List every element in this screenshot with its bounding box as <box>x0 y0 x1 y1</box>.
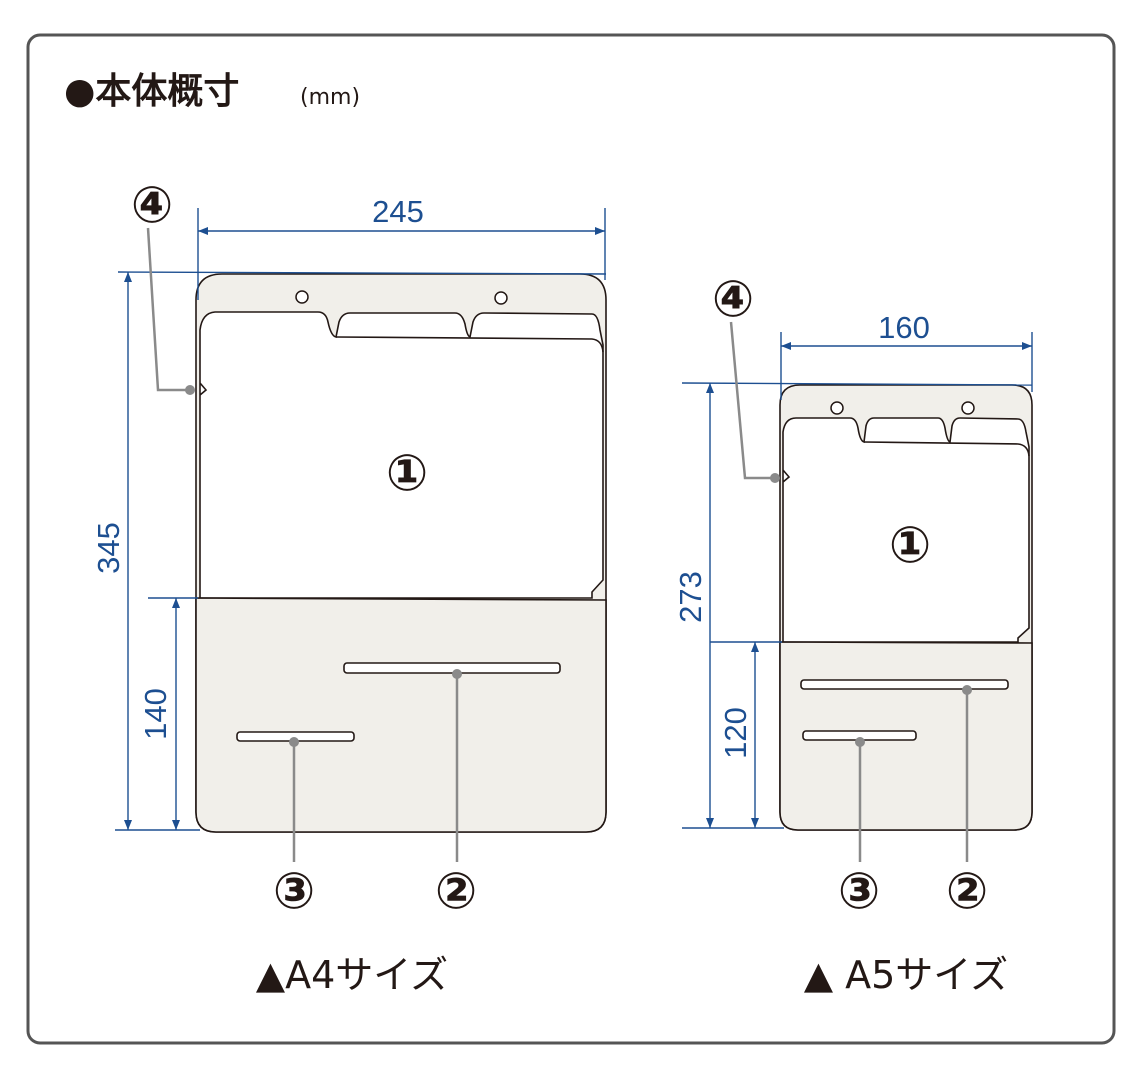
a5-caption: ▲ A5サイズ <box>804 953 1008 997</box>
a4-document-card <box>199 311 604 599</box>
a4-hole-left <box>295 290 309 304</box>
a4-pocket-height-label: 140 <box>138 688 173 740</box>
callout-1-a5: ① <box>889 516 931 574</box>
a4-caption: ▲A4サイズ <box>256 953 448 997</box>
a4-hole-right <box>494 291 508 305</box>
a4-width-label: 245 <box>372 194 424 229</box>
a5-slot-2 <box>800 679 1009 690</box>
a5-height-label: 273 <box>673 571 708 623</box>
a5-hole-right <box>961 401 975 415</box>
callout-4-a5: ④ <box>712 270 754 328</box>
title: ●本体概寸 (mm) <box>64 71 360 112</box>
svg-text:●本体概寸: ●本体概寸 <box>64 71 239 112</box>
a5-holder: 160 273 120 ④ ① ③ ② ▲ A5サイズ <box>673 270 1033 997</box>
a4-height-label: 345 <box>91 522 126 574</box>
callout-3-a5: ③ <box>838 862 880 920</box>
unit-label: (mm) <box>300 85 360 110</box>
a5-document-card <box>782 417 1030 643</box>
callout-2-a4: ② <box>435 862 477 920</box>
a4-holder: 245 345 140 ④ ① ③ ② ▲A4サイズ <box>91 176 607 997</box>
callout-4-a4: ④ <box>131 176 173 234</box>
a4-pocket <box>195 597 607 833</box>
a5-hole-left <box>830 401 844 415</box>
callout-2-a5: ② <box>946 862 988 920</box>
a5-pocket-height-label: 120 <box>718 707 753 759</box>
callout-1-a4: ① <box>386 444 428 502</box>
a4-slot-2 <box>343 662 561 674</box>
a5-width-label: 160 <box>878 310 930 345</box>
callout-3-a4: ③ <box>273 862 315 920</box>
